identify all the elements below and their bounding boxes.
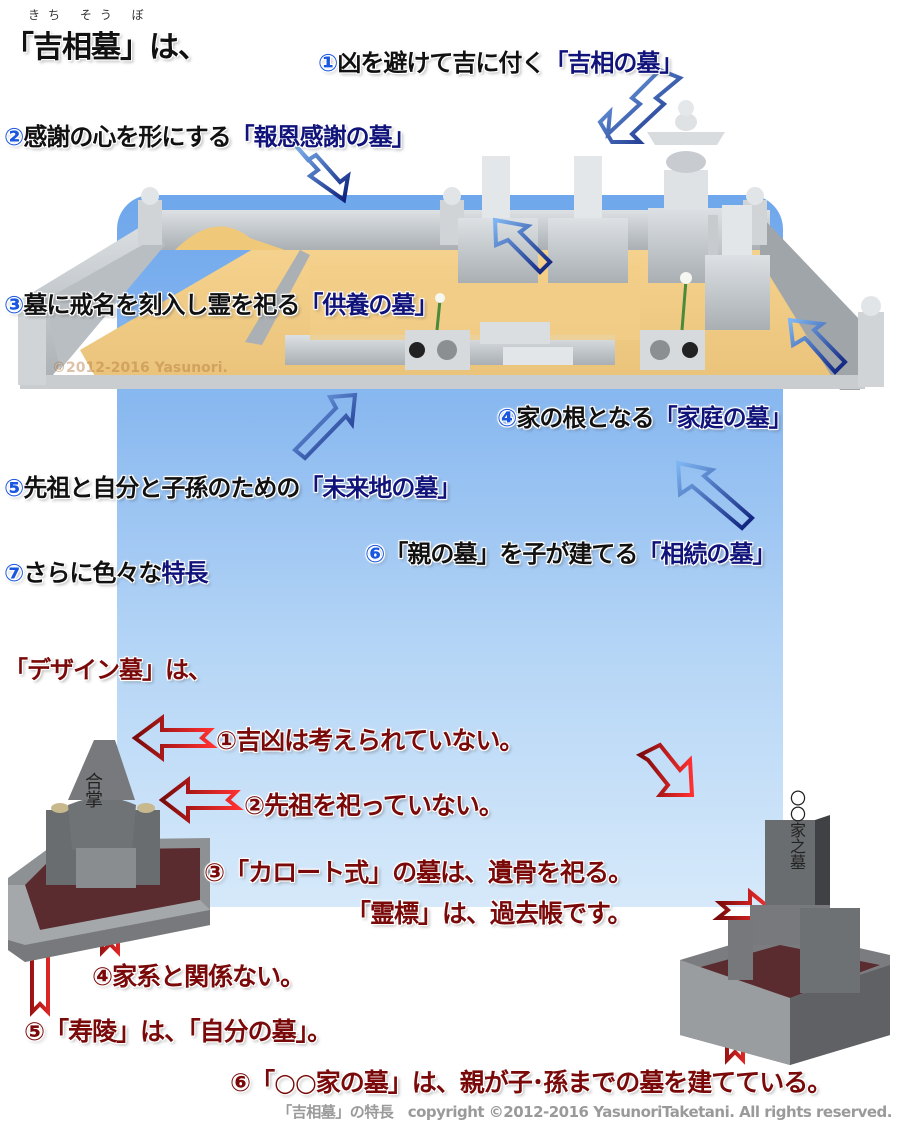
design-item-5: ⑤「寿陵」は、「自分の墓」。 [24, 1017, 332, 1046]
design-title: 「デザイン墓」は、 [4, 656, 212, 684]
design-item-4: ④家系と関係ない。 [92, 962, 305, 991]
title-ruby: きち そう ぼ [28, 8, 152, 22]
kisso-item-1: ①凶を避けて吉に付く「吉相の墓」 [318, 49, 683, 77]
right-stone-inscription: 〇〇家之墓 [787, 790, 806, 870]
kisso-item-4: ④家の根となる「家庭の墓」 [497, 404, 793, 432]
kisso-item-5: ⑤先祖と自分と子孫のための「未来地の墓」 [4, 474, 461, 502]
left-stone-inscription: 合掌 [82, 772, 103, 808]
kisso-item-6: ⑥「親の墓」を子が建てる「相続の墓」 [365, 540, 776, 568]
design-item-1: ①吉凶は考えられていない。 [216, 726, 524, 755]
design-item-6: ⑥「○○家の墓」は、親が子･孫までの墓を建てている。 [230, 1068, 832, 1097]
kisso-item-2: ②感謝の心を形にする「報恩感謝の墓」 [4, 123, 416, 151]
design-item-3: ③「カロート式」の墓は、遺骨を祀る。 [204, 858, 633, 887]
kisso-item-3: ③墓に戒名を刻入し霊を祀る「供養の墓」 [4, 291, 438, 319]
watermark: ©2012-2016 Yasunori. [52, 360, 228, 376]
kisso-item-7: ⑦さらに色々な特長 [4, 559, 208, 587]
design-item-3b: 「霊標」は、過去帳です。 [346, 899, 633, 928]
design-grave-left [8, 740, 210, 962]
design-grave-right [680, 815, 890, 1065]
design-item-2: ②先祖を祀っていない。 [244, 791, 504, 820]
kisso-title: 「吉相墓」は、 [4, 30, 208, 65]
copyright-footer: 「吉相墓」の特長 copyright ©2012-2016 YasunoriTa… [277, 1103, 892, 1121]
